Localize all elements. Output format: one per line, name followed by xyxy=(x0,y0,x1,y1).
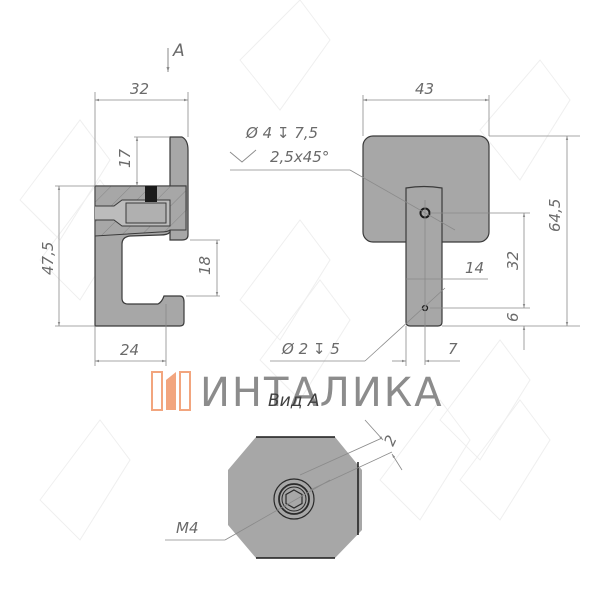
dim-hole-spacing: 32 xyxy=(504,251,522,270)
front-view: 43 64,5 32 6 14 7 Ø 4 ↧ 7,5 2,5x45° Ø 2 … xyxy=(229,80,580,366)
dim-front-width: 43 xyxy=(415,80,434,98)
callout-hole-large: Ø 4 ↧ 7,5 xyxy=(245,124,318,142)
dim-half-width: 7 xyxy=(448,340,458,358)
thread-circle xyxy=(273,478,315,520)
hex-socket-icon xyxy=(285,489,303,509)
dim-slot-height: 18 xyxy=(196,256,214,275)
dim-stem-width: 14 xyxy=(465,259,484,277)
view-arrow-label: A xyxy=(172,41,185,61)
dim-overall-width: 32 xyxy=(130,80,149,98)
dim-top-height: 17 xyxy=(116,148,134,168)
chamfer-icon xyxy=(229,149,257,163)
logo-icon xyxy=(151,371,163,411)
watermark-pattern xyxy=(19,0,571,541)
view-a-label: Вид А xyxy=(268,391,320,411)
brand-logo: ИНТАЛИКА xyxy=(151,370,444,416)
view-a: Вид А M4 2 xyxy=(165,391,403,559)
dim-flat-offset: 2 xyxy=(380,432,400,448)
callout-chamfer: 2,5x45° xyxy=(270,148,329,166)
dim-bottom-width: 24 xyxy=(120,341,139,359)
dim-front-height: 64,5 xyxy=(546,199,564,232)
screw-shank xyxy=(125,202,167,224)
view-a-body xyxy=(228,437,362,558)
dim-bottom-offset: 6 xyxy=(504,312,522,322)
side-view: A 32 17 47,5 18 24 xyxy=(39,41,220,366)
front-stem xyxy=(405,185,443,327)
callout-hole-small: Ø 2 ↧ 5 xyxy=(281,340,340,358)
logo-text: ИНТАЛИКА xyxy=(200,370,444,416)
set-screw xyxy=(145,186,157,202)
dim-overall-height: 47,5 xyxy=(39,242,57,275)
callout-thread: M4 xyxy=(176,519,199,537)
